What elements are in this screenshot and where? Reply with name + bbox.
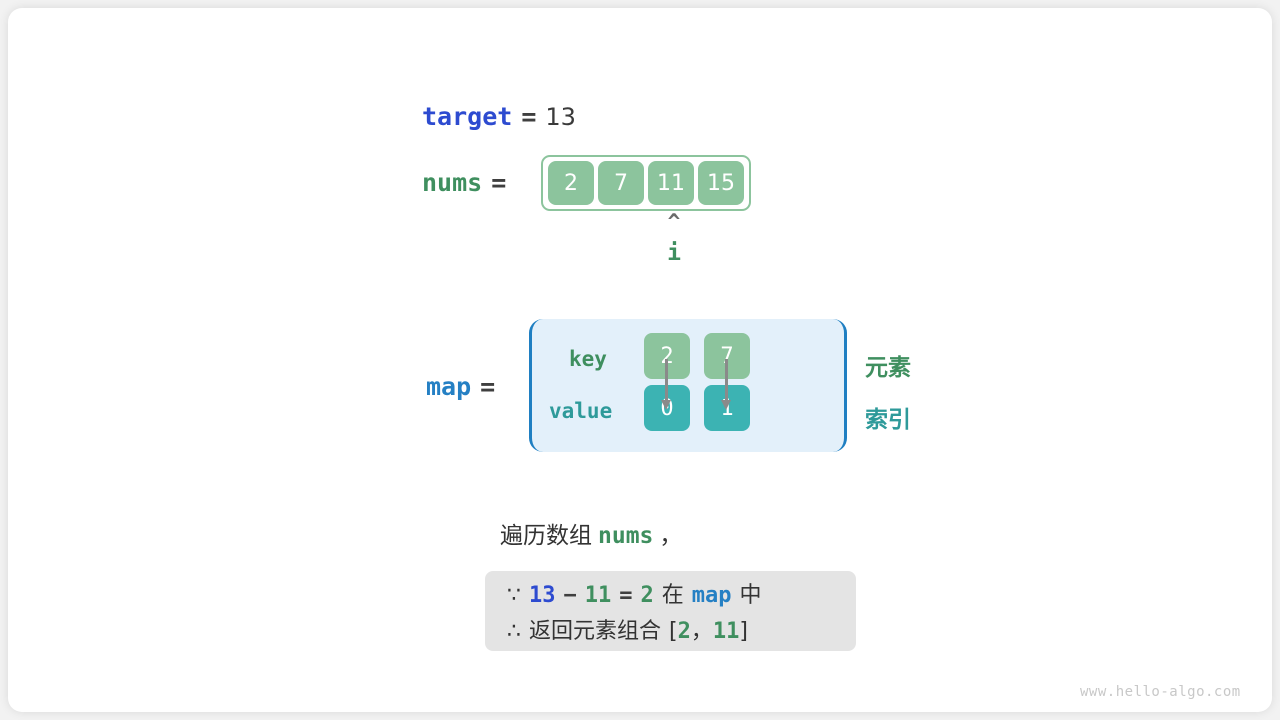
bracket-close: ] (739, 619, 748, 644)
premise-target: 13 (529, 583, 556, 608)
array-cell: 11 (648, 161, 694, 205)
premise-equals: = (619, 583, 633, 608)
key-to-value-arrow-icon (721, 359, 731, 410)
key-to-value-arrow-icon (661, 359, 671, 410)
map-container: key value 2 0 7 1 (529, 319, 847, 452)
nums-variable-name: nums (422, 168, 483, 197)
target-equals-sign: = (521, 102, 537, 131)
therefore-symbol: ∴ (507, 619, 521, 644)
caption-suffix: ， (659, 523, 683, 549)
map-key-cell: 7 (704, 333, 750, 410)
pointer-label: i (667, 240, 681, 266)
target-value: 13 (545, 103, 576, 131)
map-variable-name: map (426, 372, 472, 401)
bracket-open: [ (669, 619, 678, 644)
legend-element-label: 元素 (865, 355, 911, 381)
value-row-label: value (549, 399, 613, 423)
minus-sign: − (563, 583, 577, 608)
result-text: 返回元素组合 (529, 619, 662, 644)
premise-in: 在 (661, 583, 684, 608)
result-second: 11 (712, 619, 740, 644)
map-key-cell: 2 (644, 333, 690, 410)
white-card: target = 13 nums = 2 7 11 15 ^ i map = key v… (8, 8, 1272, 712)
target-row: target = 13 (422, 100, 576, 134)
nums-array-container: 2 7 11 15 (541, 155, 751, 211)
nums-row: nums = (422, 166, 515, 200)
premise-container: map (691, 583, 732, 608)
premise-tail: 中 (739, 583, 762, 608)
watermark: www.hello-algo.com (1080, 684, 1241, 700)
array-cell: 7 (598, 161, 644, 205)
caret-icon: ^ (667, 210, 681, 234)
target-variable-name: target (422, 102, 513, 131)
index-pointer: ^ i (648, 210, 700, 268)
map-entry: 2 0 (644, 333, 690, 431)
result-comma: ， (690, 619, 713, 644)
map-row: map = (426, 370, 504, 404)
key-row-label: key (569, 347, 607, 371)
map-entry: 7 1 (704, 333, 750, 431)
caption-prefix: 遍历数组 (500, 523, 592, 549)
legend-index-label: 索引 (865, 407, 911, 433)
array-cell: 2 (548, 161, 594, 205)
conclusion-line-result: ∴ 返回元素组合 [2，11] (507, 617, 748, 647)
because-symbol: ∵ (507, 583, 521, 608)
map-equals-sign: = (480, 372, 496, 401)
result-first: 2 (677, 619, 691, 644)
array-cell: 15 (698, 161, 744, 205)
premise-current: 11 (584, 583, 612, 608)
nums-equals-sign: = (491, 168, 507, 197)
caption-code: nums (598, 523, 654, 549)
premise-result: 2 (640, 583, 654, 608)
